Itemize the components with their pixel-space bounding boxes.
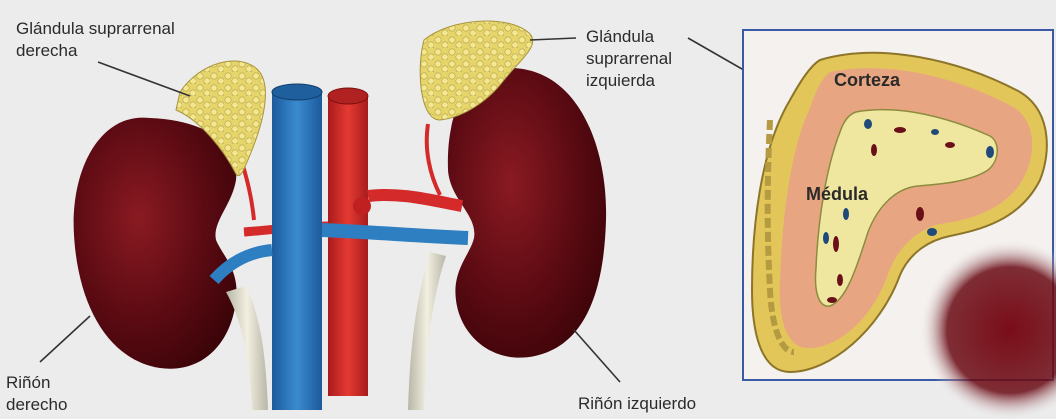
left-adrenal-label-line3: izquierda [586, 70, 672, 92]
left-adrenal-label: Glándula suprarrenal izquierda [586, 26, 672, 92]
right-kidney-label-line1: Riñón [6, 372, 67, 394]
right-kidney-label-line2: derecho [6, 394, 67, 416]
right-kidney-label: Riñón derecho [6, 372, 67, 416]
cortex-label: Corteza [834, 70, 900, 91]
left-adrenal-label-line1: Glándula [586, 26, 672, 48]
right-adrenal-label-line1: Glándula suprarrenal [16, 18, 175, 40]
left-kidney [448, 68, 606, 358]
right-kidney [74, 118, 237, 369]
right-adrenal-label-line2: derecha [16, 40, 175, 62]
medulla-label: Médula [806, 184, 868, 205]
left-adrenal-label-line2: suprarrenal [586, 48, 672, 70]
left-ureter [408, 252, 446, 410]
left-kidney-label: Riñón izquierdo [578, 393, 696, 415]
right-adrenal-label: Glándula suprarrenal derecha [16, 18, 175, 62]
